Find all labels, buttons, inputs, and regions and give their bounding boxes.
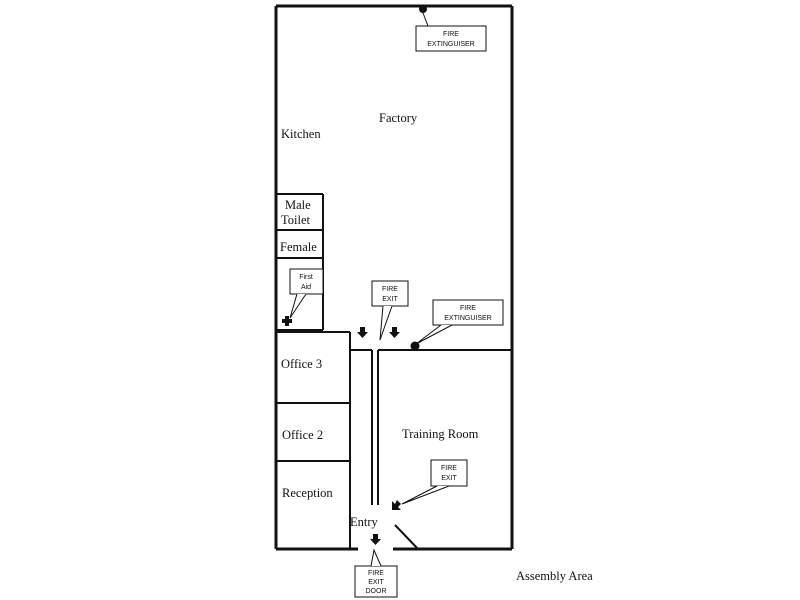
callout-extinguisher-top: FIRE EXTINGUISER bbox=[415, 5, 487, 52]
svg-text:FIRE: FIRE bbox=[382, 286, 398, 293]
label-kitchen: Kitchen bbox=[281, 127, 321, 141]
svg-text:EXIT: EXIT bbox=[368, 579, 384, 586]
callout-fire-exit-corridor: FIRE EXIT bbox=[357, 280, 409, 341]
label-office-2: Office 2 bbox=[282, 428, 323, 442]
label-male-toilet-1: Male bbox=[285, 198, 311, 212]
label-office-3: Office 3 bbox=[281, 357, 322, 371]
exit-arrow-icon bbox=[389, 327, 400, 338]
callout-first-aid: First Aid bbox=[282, 268, 324, 326]
svg-text:FIRE: FIRE bbox=[460, 305, 476, 312]
svg-text:DOOR: DOOR bbox=[366, 588, 387, 595]
callout-fire-exit-training: FIRE EXIT bbox=[392, 459, 468, 510]
outer-walls bbox=[274, 4, 514, 551]
callout-extinguisher-mid: FIRE EXTINGUISER bbox=[410, 299, 504, 351]
amenities-walls bbox=[276, 193, 324, 331]
office-walls bbox=[276, 331, 351, 549]
svg-text:First: First bbox=[299, 274, 313, 281]
svg-text:EXTINGUISER: EXTINGUISER bbox=[444, 315, 491, 322]
label-female: Female bbox=[280, 240, 317, 254]
label-training-room: Training Room bbox=[402, 427, 479, 441]
svg-text:EXIT: EXIT bbox=[382, 296, 398, 303]
label-assembly-area: Assembly Area bbox=[516, 569, 593, 583]
fire-extinguisher-icon bbox=[419, 5, 427, 13]
svg-text:FIRE: FIRE bbox=[441, 465, 457, 472]
svg-text:Aid: Aid bbox=[301, 284, 311, 291]
label-reception: Reception bbox=[282, 486, 333, 500]
svg-text:EXIT: EXIT bbox=[441, 475, 457, 482]
svg-text:FIRE: FIRE bbox=[368, 570, 384, 577]
fire-extinguisher-icon bbox=[410, 341, 420, 351]
exit-arrow-icon bbox=[357, 327, 368, 338]
svg-text:EXTINGUISER: EXTINGUISER bbox=[427, 41, 474, 48]
first-aid-icon bbox=[282, 316, 292, 326]
label-entry: Entry bbox=[350, 515, 379, 529]
label-factory: Factory bbox=[379, 111, 418, 125]
exit-arrow-icon bbox=[370, 534, 381, 545]
room-labels: Factory Kitchen Male Toilet Female Offic… bbox=[280, 111, 593, 583]
callout-fire-exit-door: FIRE EXIT DOOR bbox=[354, 534, 398, 598]
training-room-walls bbox=[350, 349, 512, 550]
svg-text:FIRE: FIRE bbox=[443, 31, 459, 38]
label-male-toilet-2: Toilet bbox=[281, 213, 311, 227]
exit-arrow-icon bbox=[392, 500, 401, 510]
